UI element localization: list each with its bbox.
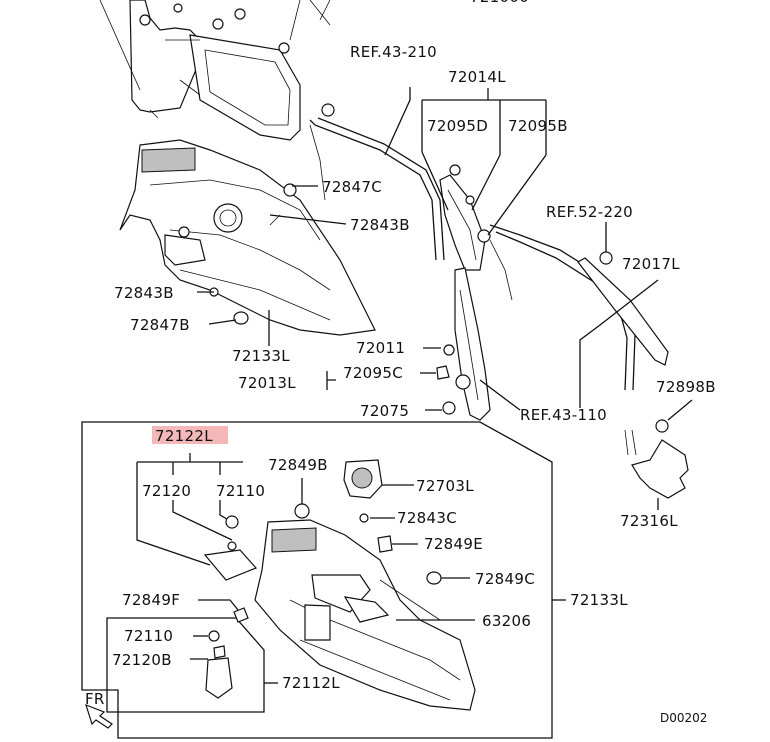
upper-trim-panel <box>99 0 335 141</box>
label-72847C: 72847C <box>322 178 382 196</box>
label-72095D: 72095D <box>427 117 488 135</box>
label-72133L-top: 72133L <box>232 347 290 365</box>
label-72017L: 72017L <box>622 255 680 273</box>
highlight-72122L <box>152 426 228 444</box>
lower-trim-panel <box>254 519 476 711</box>
label-72122L: 72122L <box>155 427 213 445</box>
part-72122L-cover <box>136 453 258 581</box>
quarter-trim-upper <box>119 139 376 336</box>
label-72112L: 72112L <box>282 674 340 692</box>
label-fr: FR <box>85 690 105 708</box>
label-72110-box: 72110 <box>124 627 173 645</box>
label-72095C: 72095C <box>343 364 403 382</box>
label-72011: 72011 <box>356 339 405 357</box>
label-ref-43-210: REF.43-210 <box>350 43 437 61</box>
label-72843C: 72843C <box>397 509 457 527</box>
label-72843B-top: 72843B <box>350 216 410 234</box>
labels: 721000 REF.43-210 72014L 72095D 72095B 7… <box>85 0 716 725</box>
label-72075: 72075 <box>360 402 409 420</box>
label-72849E: 72849E <box>424 535 483 553</box>
bracket-72316L <box>631 439 689 499</box>
label-72095B: 72095B <box>508 117 568 135</box>
part-72703L-bezel <box>343 459 414 499</box>
label-72843B-left: 72843B <box>114 284 174 302</box>
lower-box <box>81 421 566 739</box>
label-72120: 72120 <box>142 482 191 500</box>
label-top-cut: 721000 <box>470 0 529 6</box>
label-72120B: 72120B <box>112 651 172 669</box>
label-ref-52-220: REF.52-220 <box>546 203 633 221</box>
label-72847B: 72847B <box>130 316 190 334</box>
label-72133L-box: 72133L <box>570 591 628 609</box>
label-72849C: 72849C <box>475 570 535 588</box>
label-ref-43-110: REF.43-110 <box>520 406 607 424</box>
label-diagram-id: D00202 <box>660 711 707 725</box>
label-72014L: 72014L <box>448 68 506 86</box>
label-63206: 63206 <box>482 612 531 630</box>
label-72316L: 72316L <box>620 512 678 530</box>
label-72110: 72110 <box>216 482 265 500</box>
label-72849F: 72849F <box>122 591 180 609</box>
label-72703L: 72703L <box>416 477 474 495</box>
pillar-trim-group <box>309 117 669 456</box>
label-72849B: 72849B <box>268 456 328 474</box>
front-arrow <box>85 703 113 729</box>
leader-lines <box>197 87 693 510</box>
label-72013L: 72013L <box>238 374 296 392</box>
lower-fasteners <box>190 478 475 699</box>
label-72898B: 72898B <box>656 378 716 396</box>
fasteners-middle <box>209 251 669 433</box>
